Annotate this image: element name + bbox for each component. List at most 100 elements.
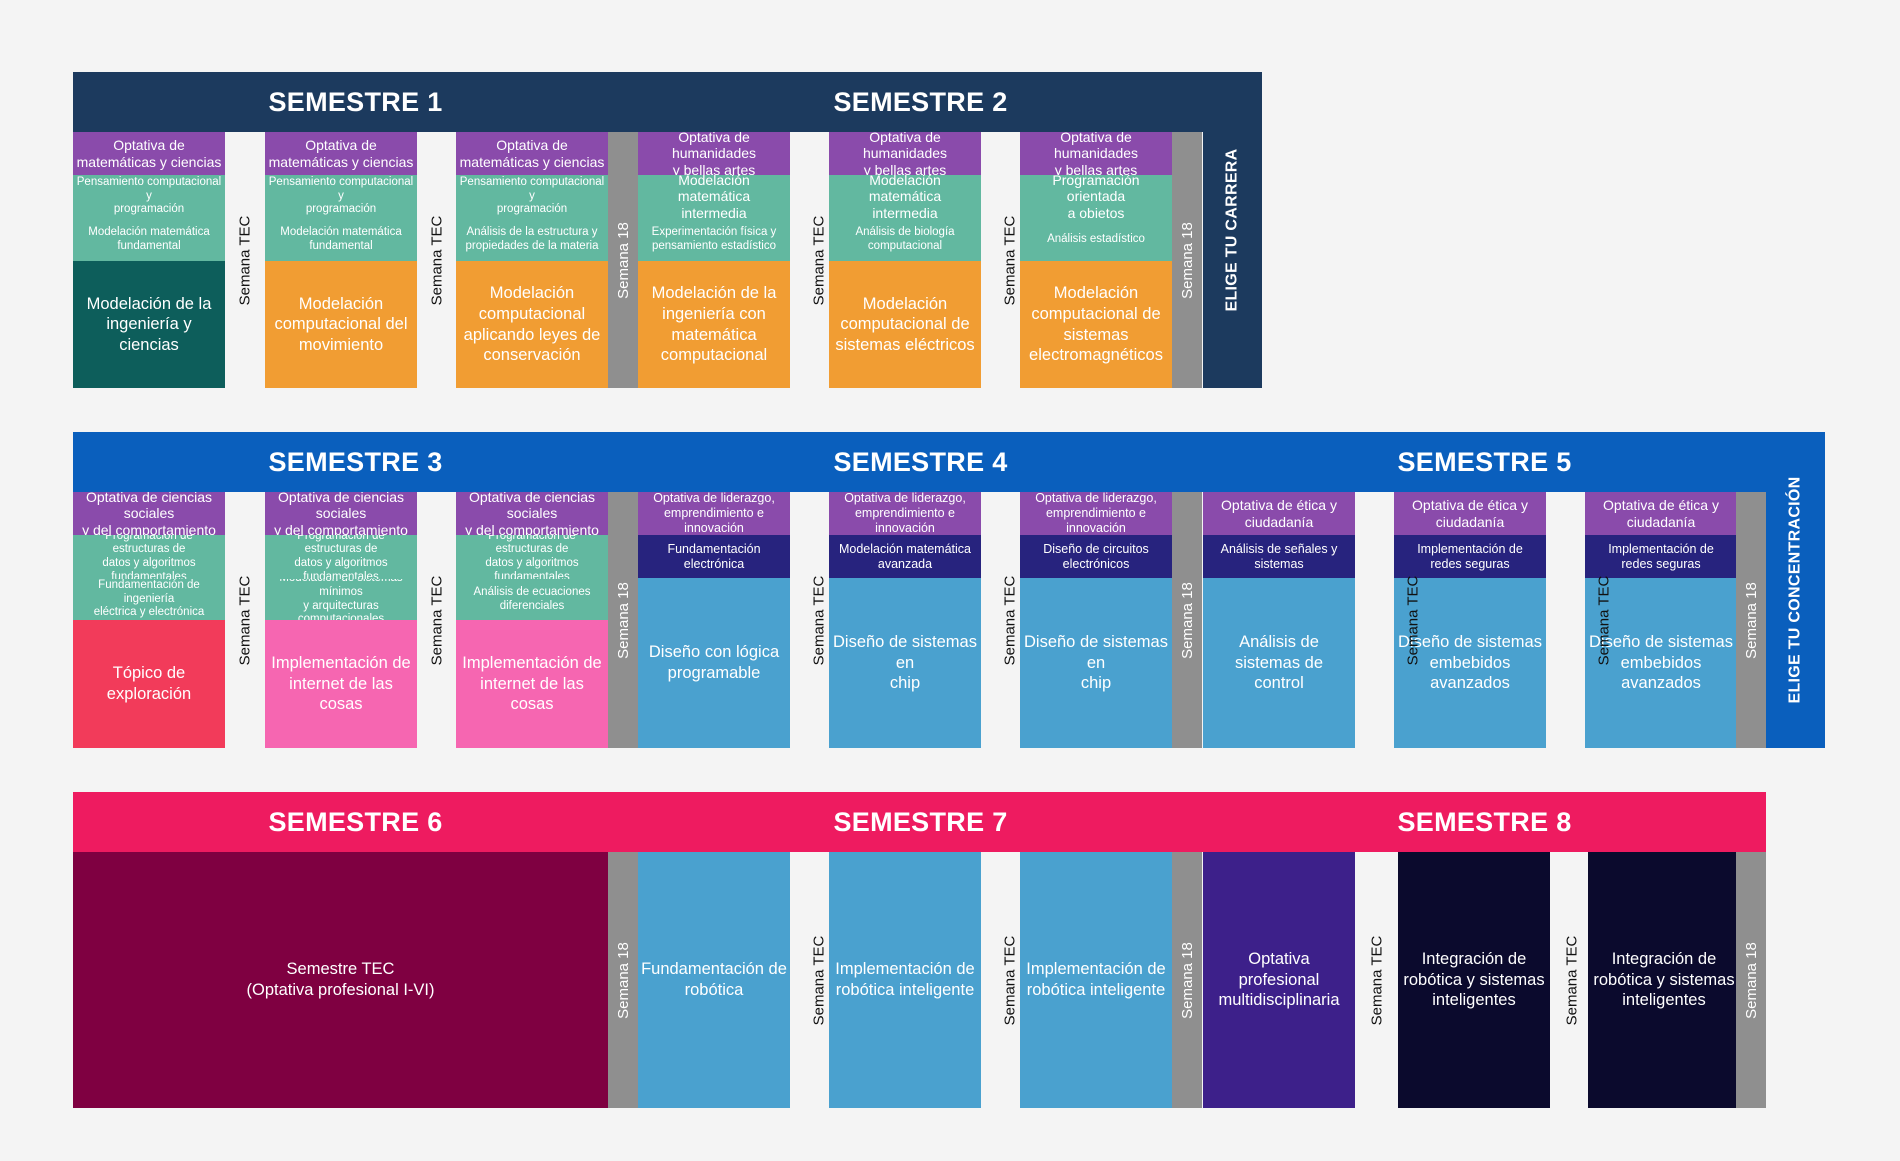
row2-semana-18-3: Semana 18	[1736, 492, 1766, 748]
row3-semana-tec-1-text: Semana TEC	[810, 935, 828, 1025]
row1-semana-18-2-text: Semana 18	[1178, 221, 1196, 299]
row1-semana-tec-1: Semana TEC	[225, 210, 265, 310]
semester-8-header: SEMESTRE 8	[1203, 792, 1766, 852]
choose-career-sidebar: ELIGE TU CARRERA	[1203, 72, 1262, 388]
row3-semana-18-2-text: Semana 18	[1178, 941, 1196, 1019]
row3-semana-tec-1: Semana TEC	[799, 930, 839, 1030]
row3-semana-tec-4: Semana TEC	[1552, 930, 1592, 1030]
row2-semana-tec-6-text: Semana TEC	[1595, 575, 1613, 665]
semester-3-header: SEMESTRE 3	[73, 432, 638, 492]
row1-semana-tec-2: Semana TEC	[417, 210, 457, 310]
semester-6-header: SEMESTRE 6	[73, 792, 638, 852]
row1-semana-18-1: Semana 18	[608, 132, 638, 388]
row3-semana-18-2: Semana 18	[1172, 852, 1202, 1108]
row1-semana-tec-1-text: Semana TEC	[236, 215, 254, 305]
row2-semana-18-3-text: Semana 18	[1742, 581, 1760, 659]
choose-career-sidebar-text: ELIGE TU CARRERA	[1223, 148, 1241, 312]
row2-semana-tec-5-text: Semana TEC	[1404, 575, 1422, 665]
semester-1-header: SEMESTRE 1	[73, 72, 638, 132]
row2-semana-tec-4-text: Semana TEC	[1001, 575, 1019, 665]
semester-7-header: SEMESTRE 7	[638, 792, 1203, 852]
row2-semana-18-2-text: Semana 18	[1178, 581, 1196, 659]
row3-semana-18-3: Semana 18	[1736, 852, 1766, 1108]
row2-semana-18-1-text: Semana 18	[614, 581, 632, 659]
row3-semana-tec-2-text: Semana TEC	[1001, 935, 1019, 1025]
row3-semana-18-1: Semana 18	[608, 852, 638, 1108]
row3-semana-tec-4-text: Semana TEC	[1563, 935, 1581, 1025]
row1-semana-tec-4-text: Semana TEC	[1001, 215, 1019, 305]
row1-semana-18-1-text: Semana 18	[614, 221, 632, 299]
row2-semana-tec-2-text: Semana TEC	[428, 575, 446, 665]
row2-semana-tec-6: Semana TEC	[1584, 570, 1624, 670]
row2-semana-tec-3: Semana TEC	[799, 570, 839, 670]
row1-semana-tec-2-text: Semana TEC	[428, 215, 446, 305]
row3-semana-18-3-text: Semana 18	[1742, 941, 1760, 1019]
row1-semana-tec-3-text: Semana TEC	[810, 215, 828, 305]
row2-semana-18-1: Semana 18	[608, 492, 638, 748]
semester-2-header: SEMESTRE 2	[638, 72, 1203, 132]
semester-5-header: SEMESTRE 5	[1203, 432, 1766, 492]
row2-semana-tec-2: Semana TEC	[417, 570, 457, 670]
row2-semana-18-2: Semana 18	[1172, 492, 1202, 748]
row3-semana-tec-3-text: Semana TEC	[1368, 935, 1386, 1025]
choose-concentration-sidebar-text: ELIGE TU CONCENTRACIÓN	[1786, 476, 1804, 704]
row2-semana-tec-3-text: Semana TEC	[810, 575, 828, 665]
row2-semana-tec-5: Semana TEC	[1393, 570, 1433, 670]
row2-semana-tec-1: Semana TEC	[225, 570, 265, 670]
row1-semana-18-2: Semana 18	[1172, 132, 1202, 388]
semester-4-header: SEMESTRE 4	[638, 432, 1203, 492]
choose-concentration-sidebar: ELIGE TU CONCENTRACIÓN	[1766, 432, 1825, 748]
semester-tec-block: Semestre TEC(Optativa profesional I-VI)	[73, 852, 608, 1108]
row1-semana-tec-4: Semana TEC	[990, 210, 1030, 310]
row2-semana-tec-1-text: Semana TEC	[236, 575, 254, 665]
